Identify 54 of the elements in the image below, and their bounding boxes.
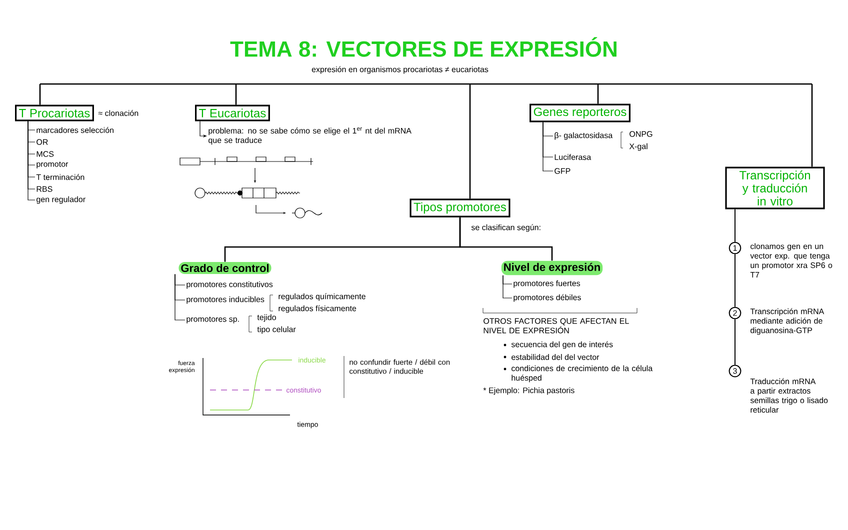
side-note: regulados físicamente (278, 305, 356, 313)
topic-box: Genes reporteros (530, 104, 630, 122)
connector-line (469, 84, 471, 199)
connector-line (734, 254, 736, 308)
connector-line (235, 84, 237, 105)
list-item: promotor (36, 162, 68, 168)
connector-line (734, 208, 736, 242)
connector-line (734, 318, 736, 366)
bullet-text: secuencia del gen de interés (511, 341, 613, 349)
list-item: β- galactosidasa (554, 132, 613, 140)
list-item: promotores inducibles (186, 296, 264, 304)
list-item: problema: no se sabe cómo se elige el 1$^{er}$ nt del mRNA que se traduce (208, 127, 412, 145)
list-item: promotores débiles (514, 294, 581, 302)
topic-box: T Procariotas (15, 104, 94, 122)
list-item: GFP (554, 168, 570, 174)
list-item: MCS (36, 151, 54, 157)
side-note: tejido (257, 314, 276, 322)
note-text: * Ejemplo: Pichia pastoris (483, 387, 574, 395)
heading-text: OTROS FACTORES QUE AFECTAN EL NIVEL DE EXPRESIÓN (484, 318, 629, 334)
list-item: T terminación (36, 174, 84, 180)
side-note: se clasifican según: (471, 224, 540, 232)
connector-line (811, 84, 813, 167)
topic-box: T Eucariotas (195, 104, 270, 122)
connector-line (502, 275, 512, 298)
connector-line (597, 84, 599, 104)
highlighted-heading: Nivel de expresión (501, 260, 603, 276)
subtitle: expresión en organismos procariotas ≠ eucariotas (312, 66, 488, 74)
connector-line (40, 83, 812, 85)
list-item: gen regulador (36, 196, 86, 204)
side-note: regulados químicamente (278, 293, 366, 301)
highlighted-heading: Grado de control (178, 262, 272, 274)
topic-box: Transcripción y traducción in vitro (725, 166, 825, 210)
side-note: clonamos gen en un vector exp. que tenga un promotor xra SP6 o T7 (750, 243, 832, 278)
list-item: promotores constitutivos (186, 281, 273, 289)
list-item: promotores sp. (186, 316, 239, 324)
list-item: marcadores selección (36, 127, 114, 133)
side-note: Transcripción mRNA mediante adición de diguanosina-GTP (750, 308, 824, 335)
side-note: ONPG (630, 131, 652, 137)
list-item: RBS (36, 186, 52, 192)
side-note: ≈ clonación (98, 110, 138, 116)
side-note: Traducción mRNA a partir extractos semillas trigo o lisado reticular (750, 378, 828, 413)
title: TEMA 8: VECTORES DE EXPRESIÓN (230, 37, 616, 57)
list-item: Luciferasa (554, 154, 592, 160)
list-item: promotores fuertes (514, 280, 580, 288)
connector-line (542, 122, 554, 172)
list-item: OR (36, 139, 48, 145)
side-note: X-gal (629, 143, 648, 151)
connector-line (174, 274, 186, 320)
bullet-text: condiciones de crecimiento de la célula huésped (512, 365, 653, 382)
bullet-text: estabilidad del del vector (512, 354, 600, 360)
topic-box: Tipos promotores (410, 198, 510, 218)
connector-line (459, 217, 553, 261)
connector-line (39, 84, 41, 105)
side-note: tipo celular (257, 326, 296, 334)
